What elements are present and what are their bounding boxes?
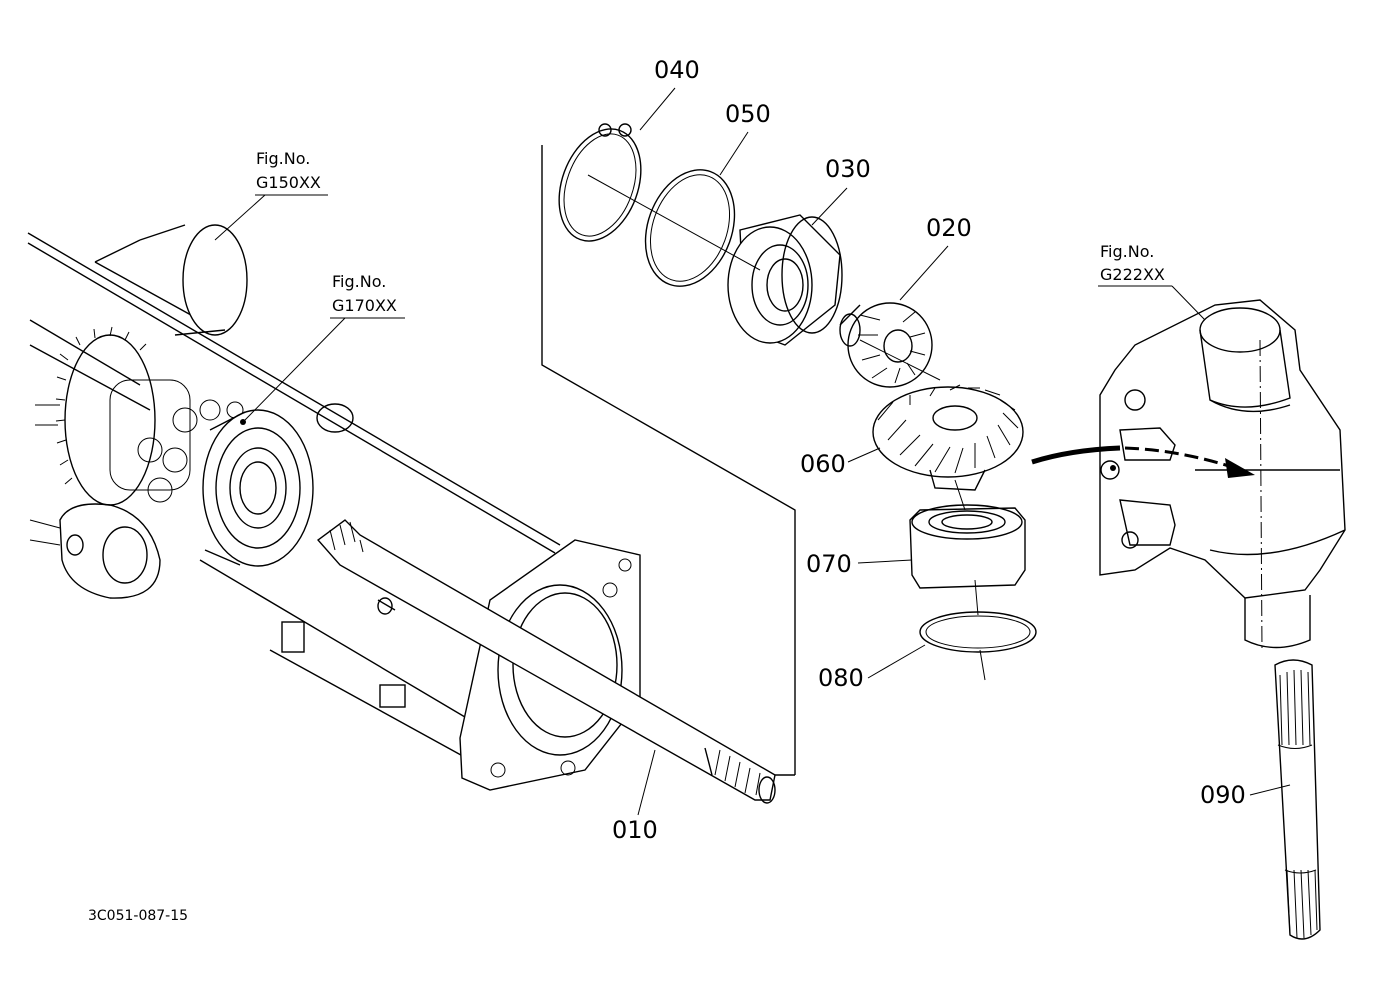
gearbox-housing xyxy=(1099,299,1346,651)
fig-ref-code-g170: G170XX xyxy=(332,296,397,315)
callout-030: 030 xyxy=(825,155,871,183)
callout-020: 020 xyxy=(926,214,972,242)
bearing-070 xyxy=(909,504,1026,589)
fig-ref-code-g222: G222XX xyxy=(1100,265,1165,284)
callout-010: 010 xyxy=(612,816,658,844)
fig-ref-title-g170: Fig.No. xyxy=(332,272,386,291)
callout-090: 090 xyxy=(1200,781,1246,809)
shaft-090 xyxy=(1274,659,1321,940)
center-axis xyxy=(587,174,986,681)
o-ring-050 xyxy=(644,169,736,287)
shaft-010 xyxy=(316,519,776,804)
leader-lines xyxy=(214,87,1291,816)
callout-080: 080 xyxy=(818,664,864,692)
shim-080 xyxy=(919,611,1037,653)
bearing-030 xyxy=(727,214,843,346)
callout-060: 060 xyxy=(800,450,846,478)
exploded-view-frame xyxy=(541,145,796,776)
fig-ref-title-g222: Fig.No. xyxy=(1100,242,1154,261)
snap-ring-040 xyxy=(558,123,642,242)
pinion-gear-020 xyxy=(839,302,933,388)
fig-ref-title-g150: Fig.No. xyxy=(256,149,310,168)
assembly-arrow xyxy=(1031,445,1255,478)
fig-ref-code-g150: G150XX xyxy=(256,173,321,192)
callout-040: 040 xyxy=(654,56,700,84)
drawing-number: 3C051-087-15 xyxy=(88,908,188,924)
callout-050: 050 xyxy=(725,100,771,128)
transmission-case xyxy=(27,224,561,761)
callout-070: 070 xyxy=(806,550,852,578)
bevel-gear-060 xyxy=(872,384,1024,491)
